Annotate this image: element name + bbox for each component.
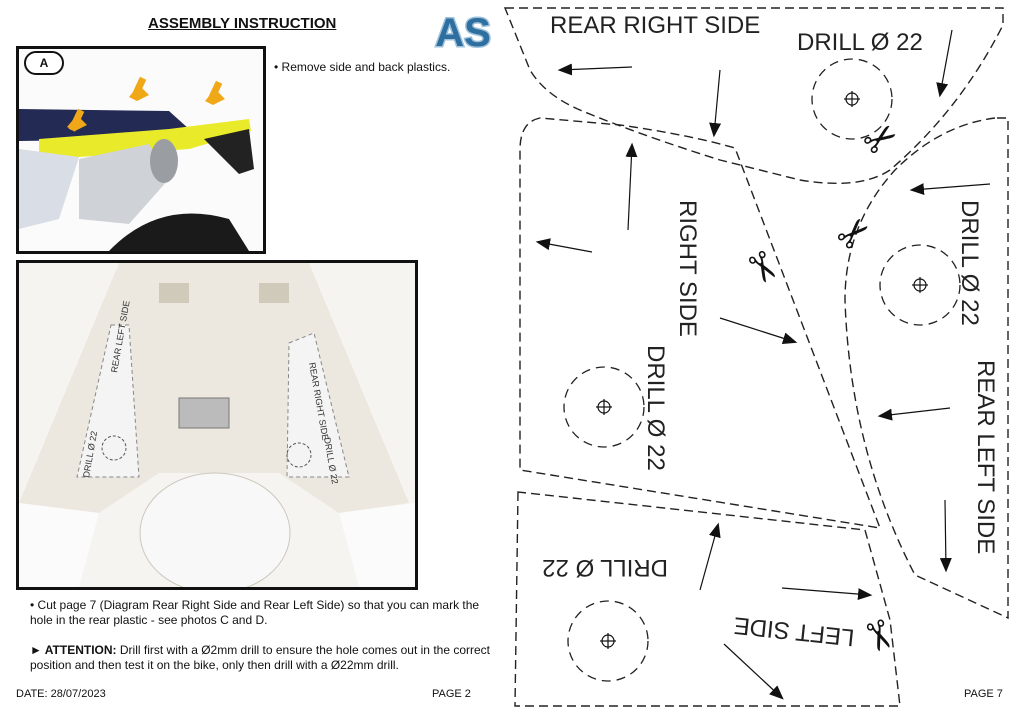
left-side-outline (514, 491, 901, 707)
attention-note: ► ATTENTION: Drill first with a Ø2mm dri… (30, 643, 500, 673)
scissors-icon: ✂ (827, 206, 883, 262)
rear-plastic-image: REAR LEFT SIDE REAR RIGHT SIDE DRILL Ø 2… (19, 263, 415, 587)
label-right-side: RIGHT SIDE (674, 200, 701, 337)
label-rear-left-side: REAR LEFT SIDE (972, 360, 999, 554)
right-side-outline (519, 117, 882, 529)
label-left-side: LEFT SIDE (733, 611, 856, 650)
label-drill-mid: DRILL Ø 22 (642, 345, 669, 471)
drill-circle-right (879, 244, 961, 326)
scissors-icon: ✂ (851, 613, 906, 660)
attention-text: Drill first with a Ø2mm drill to ensure … (30, 643, 491, 672)
as-logo: AS (434, 10, 493, 57)
label-drill-right: DRILL Ø 22 (956, 200, 983, 326)
attention-label: ► ATTENTION: (30, 643, 117, 657)
label-rear-right-side: REAR RIGHT SIDE (550, 12, 760, 39)
footer-page-left: PAGE 2 (432, 688, 471, 700)
rear-right-side-outline (503, 7, 1004, 184)
page-title: ASSEMBLY INSTRUCTION (148, 15, 337, 32)
scissors-icon: ✂ (854, 111, 908, 168)
photo-b: REAR LEFT SIDE REAR RIGHT SIDE DRILL Ø 2… (16, 260, 418, 590)
label-drill-top: DRILL Ø 22 (797, 29, 923, 56)
scissors-icon: ✂ (733, 242, 790, 294)
cutting-template-diagram: REAR RIGHT SIDE DRILL Ø 22 RIGHT SIDE DR… (503, 7, 1009, 707)
photo-a (16, 46, 266, 254)
drill-circle-top (811, 58, 893, 140)
label-drill-bottom: DRILL Ø 22 (542, 554, 668, 581)
drill-circle-bottom (567, 600, 649, 682)
rear-left-side-outline (844, 117, 1009, 620)
motorbike-rear-image (19, 49, 263, 251)
logo-text: AS (435, 11, 491, 55)
footer-page-right: PAGE 7 (964, 688, 1003, 700)
photo-a-badge: A (24, 51, 64, 75)
step-cut-page: • Cut page 7 (Diagram Rear Right Side an… (30, 598, 480, 627)
step-remove-plastics: • Remove side and back plastics. (274, 60, 451, 74)
footer-date: DATE: 28/07/2023 (16, 688, 106, 700)
drill-circle-mid (563, 366, 645, 448)
